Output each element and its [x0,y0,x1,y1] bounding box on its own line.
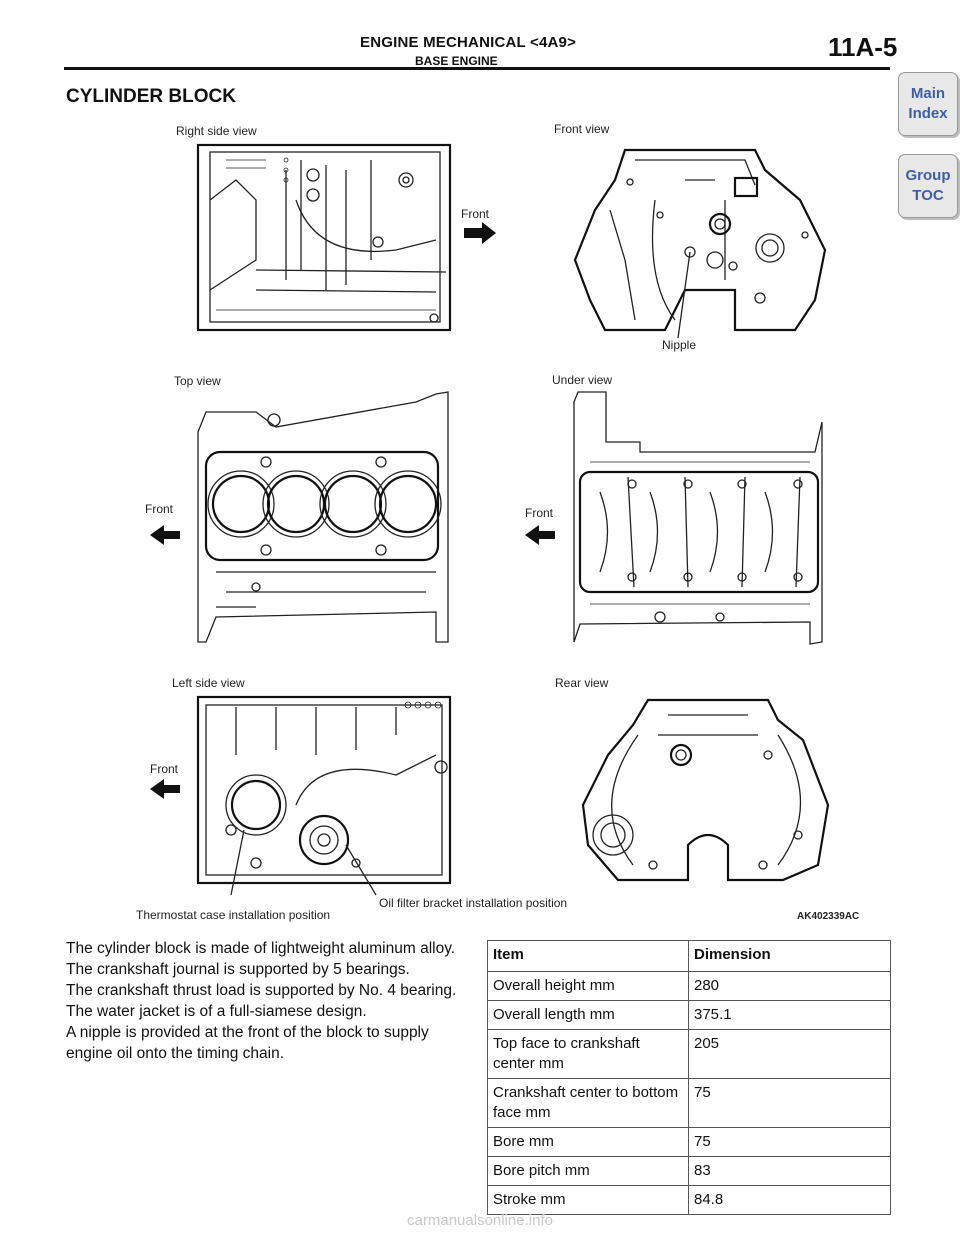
table-cell-item: Stroke mm [487,1185,689,1215]
body-paragraph: The crankshaft thrust load is supported … [66,982,457,999]
left-side-view-drawing [196,695,452,896]
table-row: Overall length mm 375.1 [487,1000,891,1030]
table-cell-dimension: 280 [688,971,891,1001]
oil-filter-label: Oil filter bracket installation position [379,896,568,910]
front-arrow-left-2 [525,525,555,545]
table-row: Top face to crankshaft center mm 205 [487,1029,891,1079]
table-row: Bore mm 75 [487,1127,891,1157]
body-paragraph: A nipple is provided at the front of the… [66,1024,429,1062]
body-paragraph: The crankshaft journal is supported by 5… [66,961,410,978]
main-index-button[interactable]: Main Index [898,72,958,136]
front-arrow-right [464,222,496,244]
table-cell-item: Bore pitch mm [487,1156,689,1186]
table-cell-dimension: 205 [688,1029,891,1079]
right-side-view-drawing [196,143,452,332]
main-index-label-2: Index [908,105,948,122]
thermostat-label: Thermostat case installation position [136,908,331,922]
top-view-drawing [197,391,449,643]
main-index-label-1: Main [910,85,946,102]
table-header-row: Item Dimension [487,940,891,972]
dimension-table: Item Dimension Overall height mm 280 Ove… [487,940,891,1215]
header-title: ENGINE MECHANICAL <4A9> [360,34,577,51]
front-label-1: Front [461,207,490,221]
table-cell-dimension: 375.1 [688,1000,891,1030]
table-cell-dimension: 75 [688,1078,891,1128]
table-row: Stroke mm 84.8 [487,1185,891,1215]
nipple-label: Nipple [662,338,697,352]
figure-code-number: AK402339 [797,911,845,922]
rear-view-drawing [581,698,830,882]
left-side-view-label: Left side view [172,676,245,690]
figure-code-suffix: AC [844,911,860,922]
body-paragraph: The cylinder block is made of lightweigh… [66,940,456,957]
front-view-label: Front view [554,122,610,136]
group-toc-label-1: Group [905,167,951,184]
top-view-label: Top view [174,374,221,388]
under-view-label: Under view [552,373,613,387]
front-label-4: Front [150,762,179,776]
body-text: The cylinder block is made of lightweigh… [66,938,472,1064]
body-paragraph: The water jacket is of a full-siamese de… [66,1003,367,1020]
table-cell-item: Overall height mm [487,971,689,1001]
table-cell-item: Bore mm [487,1127,689,1157]
right-side-view-label: Right side view [176,124,257,138]
figure-code: AK402339AC [797,911,859,922]
rear-view-label: Rear view [555,676,609,690]
table-cell-dimension: 83 [688,1156,891,1186]
front-arrow-left-1 [150,525,180,545]
table-header-dimension: Dimension [688,940,891,972]
section-title: CYLINDER BLOCK [66,86,236,107]
front-label-3: Front [525,506,554,520]
group-toc-button[interactable]: Group TOC [898,154,958,218]
table-cell-item: Crankshaft center to bottom face mm [487,1078,689,1128]
front-arrow-left-3 [150,779,180,799]
page-number: 11A-5 [828,32,898,62]
group-toc-label-2: TOC [912,187,944,204]
under-view-drawing [573,391,823,645]
table-header-item: Item [487,940,689,972]
watermark: carmanualsonline.info [407,1212,553,1229]
header-rule [64,67,890,70]
table-row: Overall height mm 280 [487,971,891,1001]
front-label-2: Front [145,502,174,516]
table-cell-item: Overall length mm [487,1000,689,1030]
header-subtitle: BASE ENGINE [415,54,498,68]
table-row: Crankshaft center to bottom face mm 75 [487,1078,891,1128]
table-cell-dimension: 84.8 [688,1185,891,1215]
front-view-drawing [573,148,827,339]
table-cell-dimension: 75 [688,1127,891,1157]
table-cell-item: Top face to crankshaft center mm [487,1029,689,1079]
table-row: Bore pitch mm 83 [487,1156,891,1186]
